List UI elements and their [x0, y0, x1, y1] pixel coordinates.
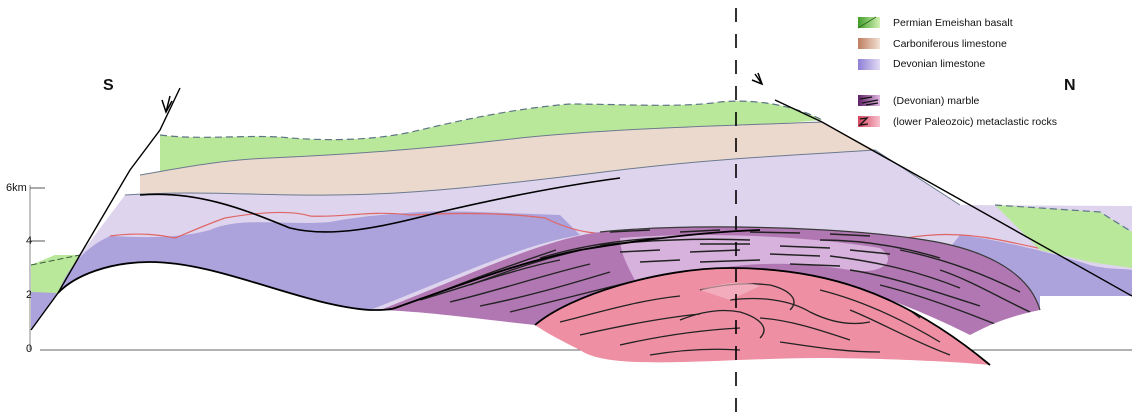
direction-label-south: S — [103, 77, 114, 94]
legend-label-carboniferous-limestone: Carboniferous limestone — [893, 38, 1007, 50]
depth-tick-4: 4 — [26, 235, 32, 247]
legend-label-devonian-marble: (Devonian) marble — [893, 95, 980, 107]
legend-item-metaclastic-rocks: (lower Paleozoic) metaclastic rocks — [858, 116, 1057, 128]
legend-item-permian-basalt: Permian Emeishan basalt — [858, 17, 1013, 29]
legend-label-metaclastic-rocks: (lower Paleozoic) metaclastic rocks — [893, 116, 1057, 128]
legend-item-carboniferous-limestone: Carboniferous limestone — [858, 38, 1007, 50]
legend-item-devonian-limestone: Devonian limestone — [858, 58, 985, 70]
legend-item-devonian-marble: (Devonian) marble — [858, 95, 980, 107]
depth-tick-0: 0 — [26, 343, 32, 355]
depth-tick-6: 6km — [6, 182, 27, 194]
legend-label-devonian-limestone: Devonian limestone — [893, 58, 985, 70]
legend-label-permian-basalt: Permian Emeishan basalt — [893, 17, 1013, 29]
direction-label-north: N — [1064, 77, 1076, 94]
legend: Permian Emeishan basalt Carboniferous li… — [858, 17, 1057, 128]
